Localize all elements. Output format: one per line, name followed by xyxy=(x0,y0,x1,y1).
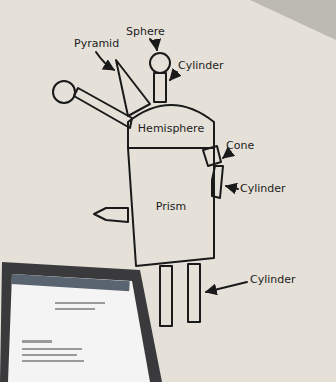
shape-name: Hemisphere xyxy=(138,123,204,135)
tablet-bar xyxy=(11,274,129,291)
pyramid-shape xyxy=(116,60,150,116)
tablet xyxy=(0,262,162,382)
left-leg-cylinder xyxy=(160,266,172,326)
leader-line xyxy=(96,52,114,70)
tablet-frame xyxy=(0,262,162,382)
leader-line xyxy=(226,186,238,189)
part-label: Cone xyxy=(226,140,254,152)
prism-shape: Prism xyxy=(128,148,214,266)
sphere-shape xyxy=(150,53,170,73)
hand-sphere xyxy=(53,81,75,103)
screen-lines xyxy=(22,302,105,362)
leader-line xyxy=(170,72,177,80)
tablet-screen xyxy=(8,274,150,382)
part-label: Pyramid xyxy=(74,38,119,50)
neck-cylinder xyxy=(154,73,166,102)
pointed-cylinder xyxy=(94,208,128,222)
shape-outline-path xyxy=(128,148,214,266)
part-label: Cylinder xyxy=(178,60,224,72)
leader-line xyxy=(223,154,228,158)
table-corner xyxy=(250,0,336,40)
part-label: Cylinder xyxy=(240,183,286,195)
leader-line xyxy=(206,282,247,292)
part-label: Cylinder xyxy=(250,274,296,286)
part-label: Sphere xyxy=(126,26,165,38)
leader-line xyxy=(150,39,157,50)
shape-outline-path xyxy=(128,105,214,148)
right-leg-cylinder xyxy=(188,264,200,322)
shape-name: Prism xyxy=(156,201,186,213)
left-arm-cylinder xyxy=(74,88,132,128)
hemisphere-shape: Hemisphere xyxy=(128,100,214,148)
